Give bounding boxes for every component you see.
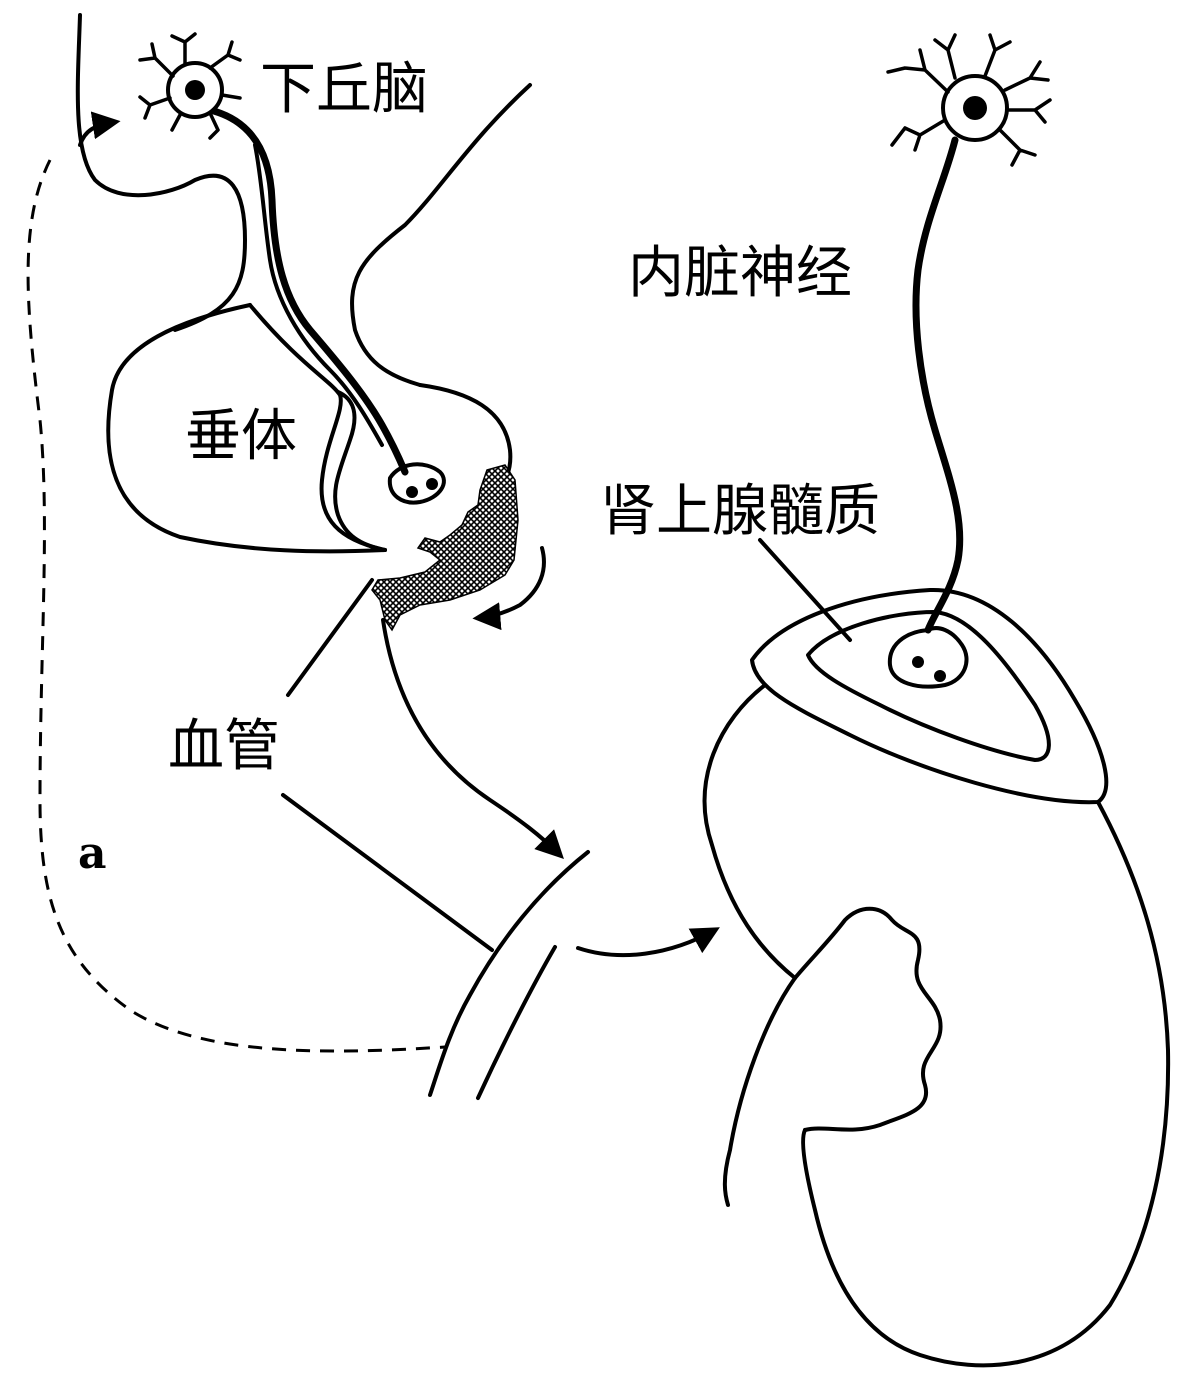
hypothalamus-label: 下丘脑 (260, 57, 428, 122)
adrenal-gland (750, 587, 1109, 805)
visceral-nerve-label: 内脏神经 (628, 241, 852, 306)
blood-vessel-leader-bottom (281, 793, 494, 952)
feedback-arrow-to-hypothalamus (78, 111, 121, 147)
portal-vessel (381, 546, 564, 859)
visceral-neuron (886, 33, 1052, 689)
adrenal-medulla-leader (758, 538, 852, 642)
pathway-a-label: a (78, 828, 107, 879)
hypothalamus-neuron (138, 32, 446, 505)
capillary-network (371, 464, 519, 632)
kidney (702, 683, 1171, 1368)
blood-vessel-label: 血管 (168, 714, 280, 779)
vessel-to-adrenal-arrow (576, 927, 720, 958)
blood-vessel-leader-top (286, 578, 374, 697)
brain-outline (75, 13, 532, 387)
pituitary-gland (106, 303, 513, 554)
blood-vessel (428, 850, 590, 1100)
adrenal-medulla-label: 肾上腺髓质 (600, 479, 880, 544)
pituitary-label: 垂体 (185, 404, 297, 469)
feedback-pathway-line (26, 159, 446, 1053)
